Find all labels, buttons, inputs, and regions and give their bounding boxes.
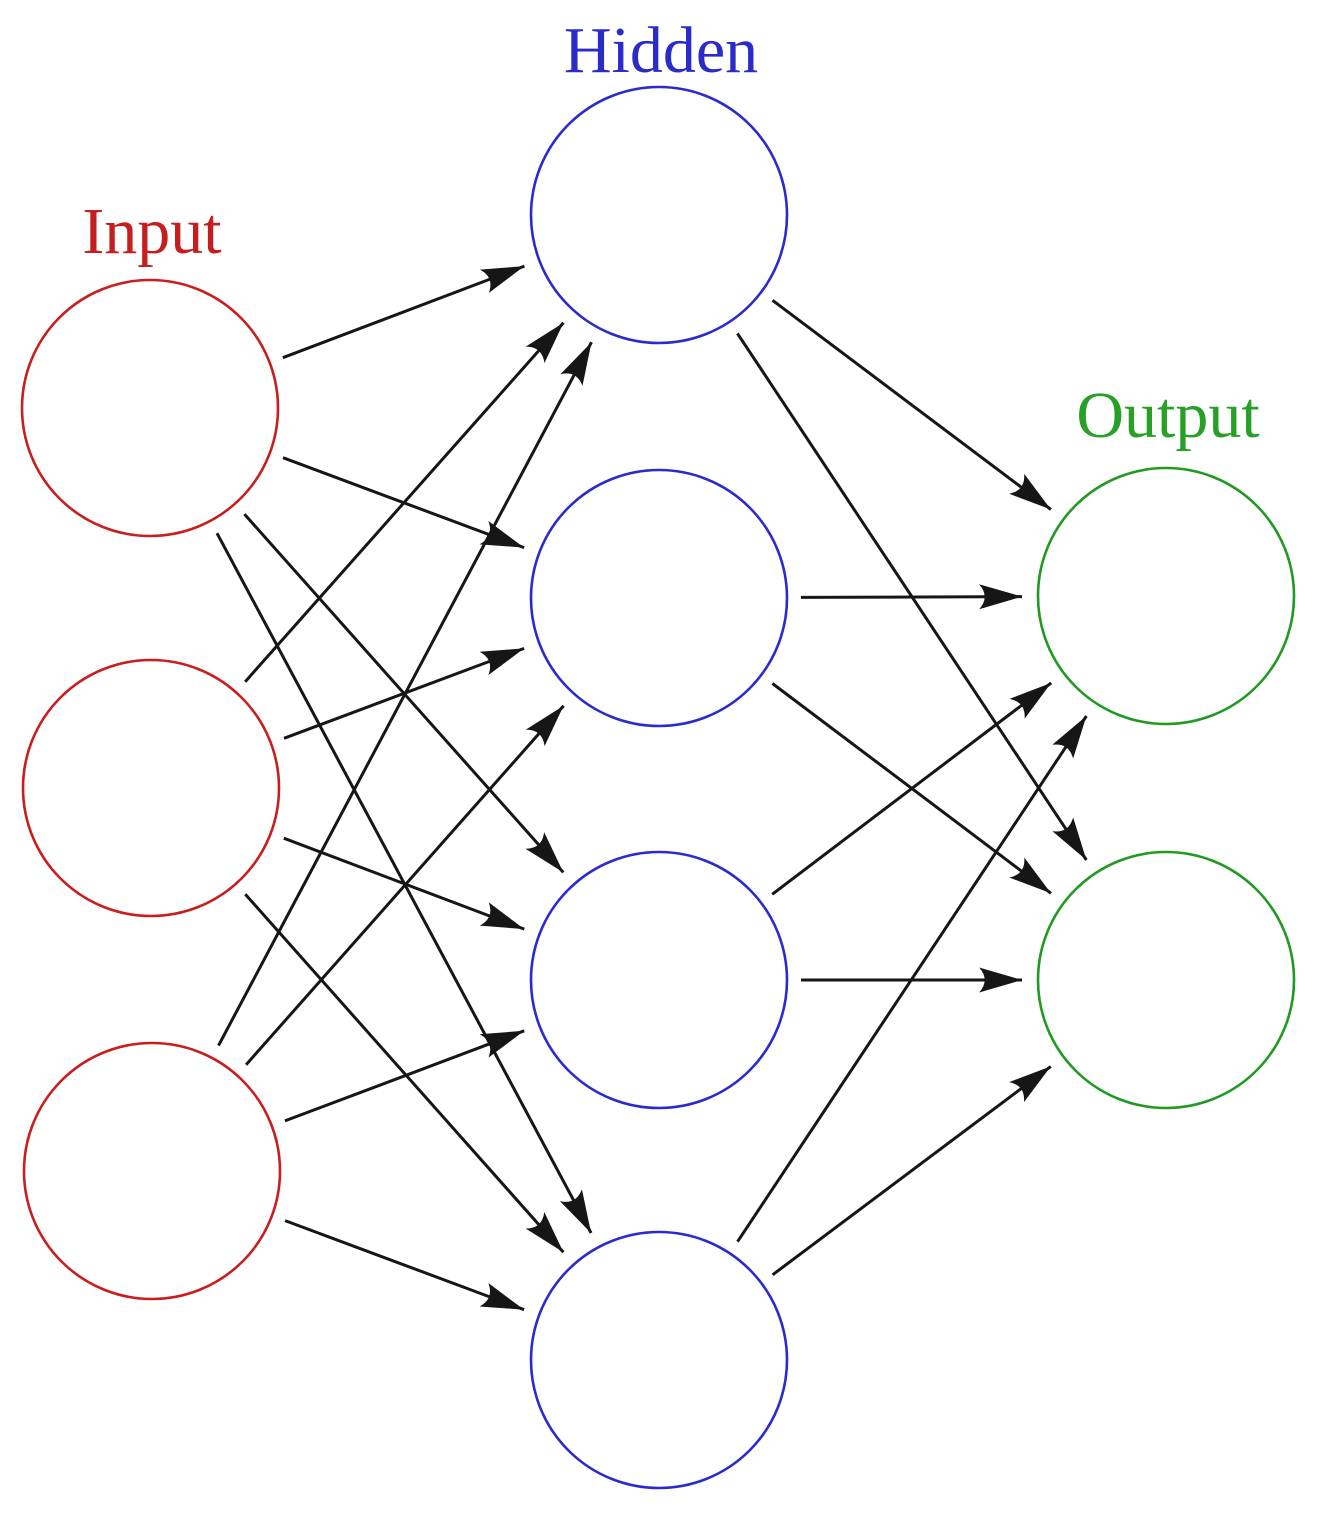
edge-i2-h1 [244,321,565,683]
edge-h4-o2 [771,1065,1052,1277]
edge-i2-h3 [283,836,525,931]
output-node-2 [1036,850,1296,1110]
label-input: Input [82,195,221,268]
input-node-1 [20,278,280,538]
edge-i3-h2 [244,704,565,1066]
nodes-layer [20,85,1296,1490]
labels-layer: Input Hidden Output [82,14,1259,452]
edge-h4-o1 [736,715,1088,1243]
edge-i3-h1 [217,341,593,1047]
hidden-node-3 [529,850,789,1110]
input-node-2 [21,658,281,918]
edge-i2-h4 [244,893,565,1254]
hidden-node-1 [529,85,789,345]
label-hidden: Hidden [564,14,758,87]
hidden-node-2 [529,468,789,728]
edge-h3-o1 [771,681,1053,896]
edge-i1-h1 [282,264,525,360]
edge-i3-h4 [284,1219,525,1312]
hidden-node-4 [529,1230,789,1490]
edge-h2-o1 [800,584,1023,610]
edges-layer [215,264,1088,1312]
output-node-1 [1036,466,1296,726]
label-output: Output [1076,379,1259,452]
input-node-3 [22,1041,282,1301]
edge-h1-o1 [771,299,1052,511]
edge-i3-h3 [284,1029,525,1123]
